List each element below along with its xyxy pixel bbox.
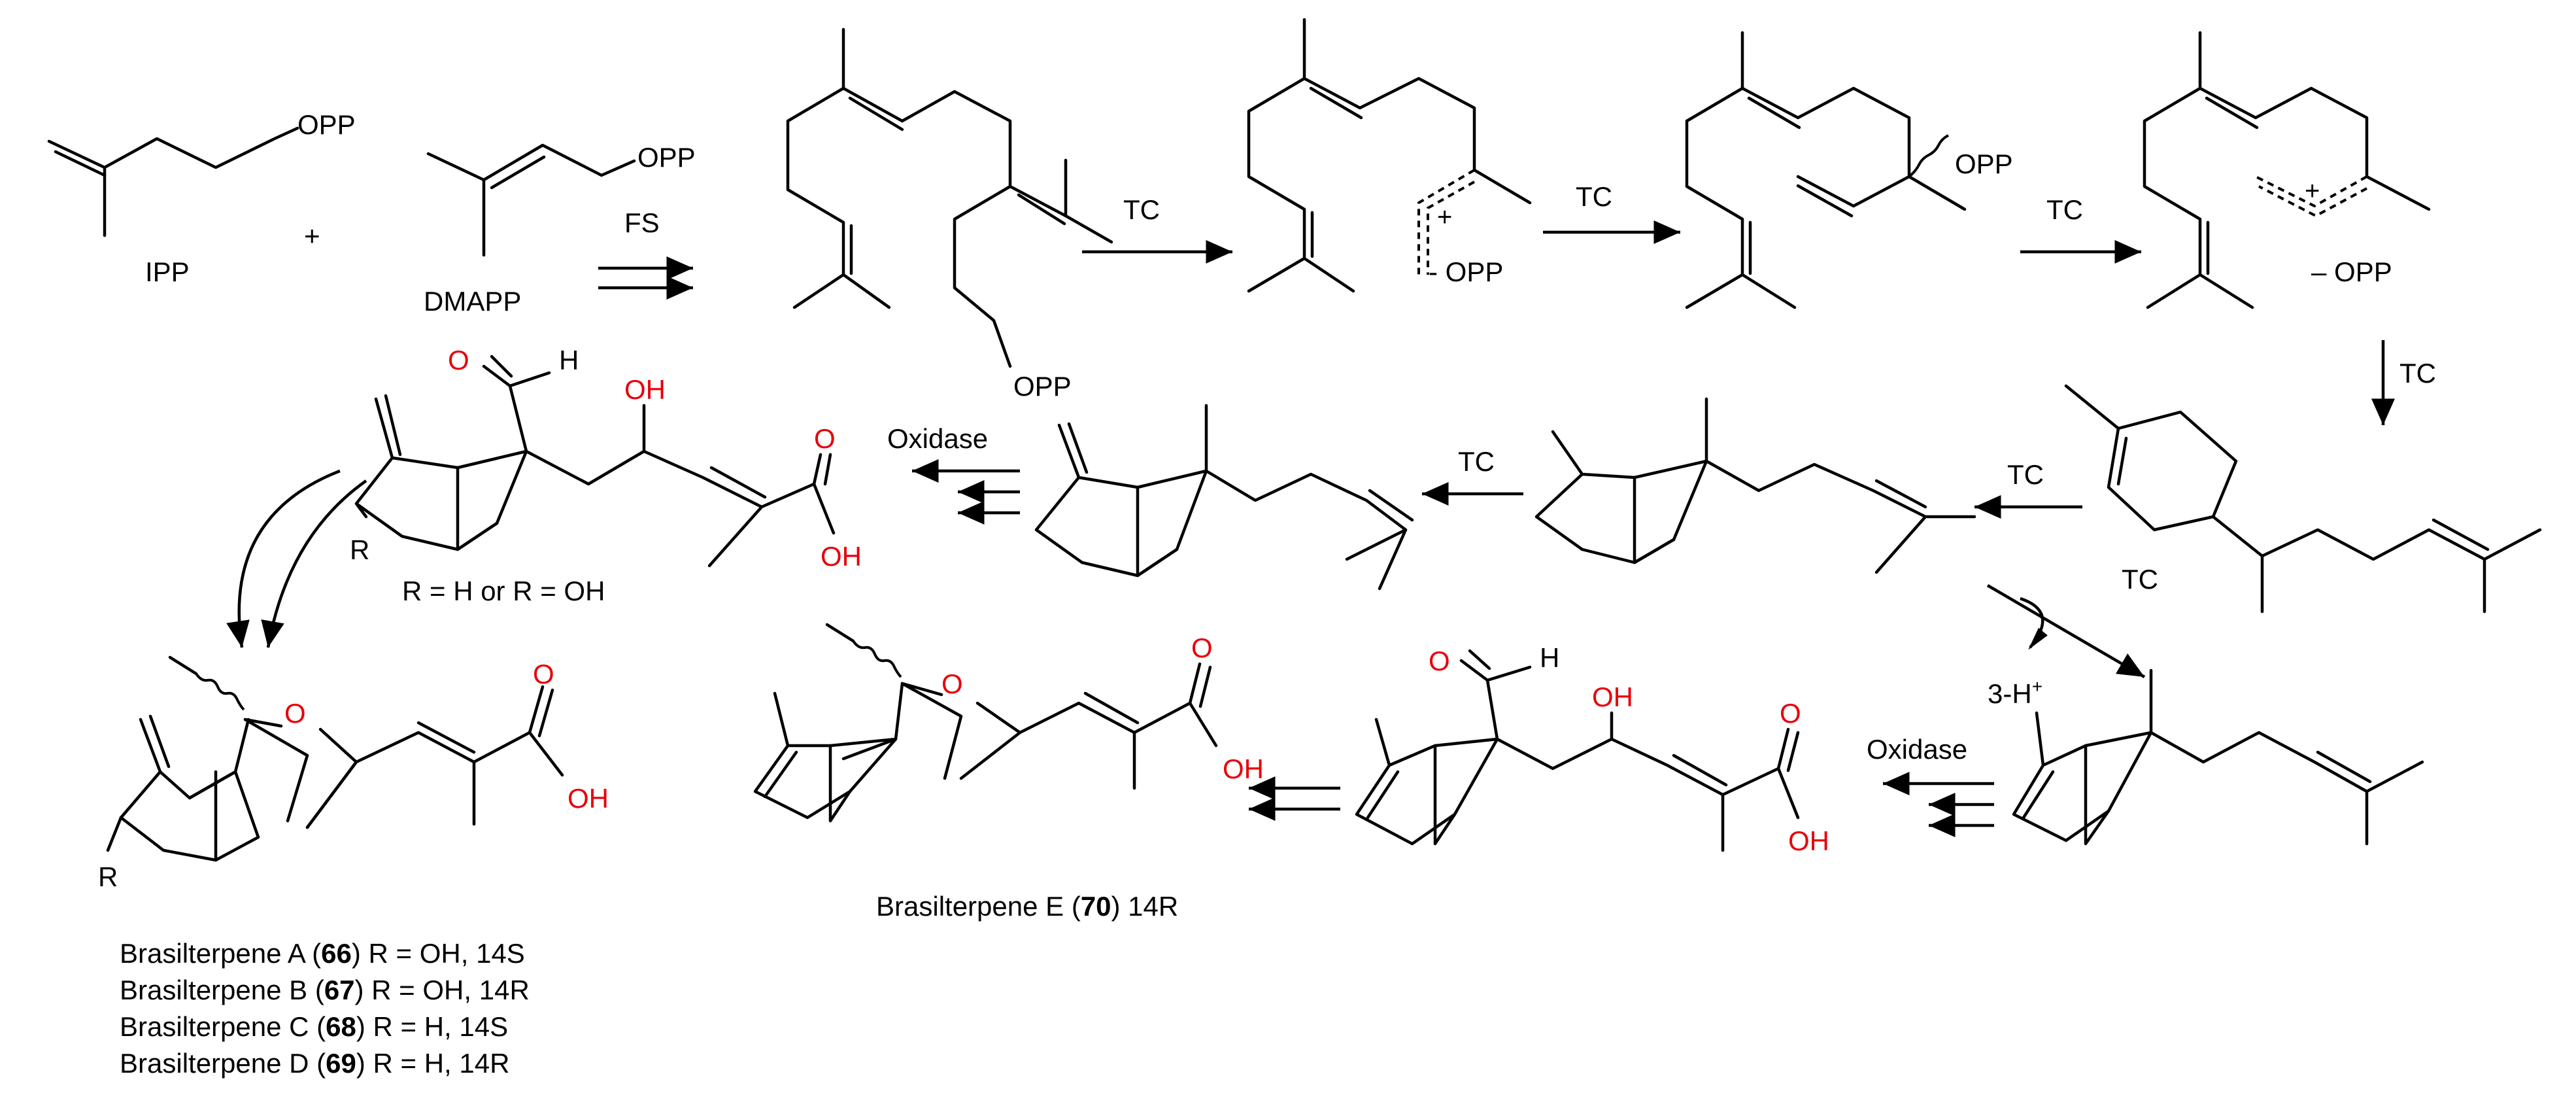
legend-row-c: Brasilterpene C (68) R = H, 14S <box>120 1011 508 1042</box>
brasilterpene-e-structure: O O OH <box>753 623 1264 823</box>
tc-step-7: TC 3-H+ <box>1986 564 2158 709</box>
ipp-structure: OPP IPP <box>47 109 356 287</box>
legend-row-a: Brasilterpene A (66) R = OH, 14S <box>120 938 525 969</box>
brasilterpene-a-d-structure: O R O OH <box>98 655 609 892</box>
cation-2-structure: + – OPP <box>2143 31 2431 309</box>
acid-oh-2: OH <box>568 783 609 814</box>
fpp-structure: OPP <box>786 27 1113 402</box>
dmapp-label: DMAPP <box>424 286 521 317</box>
aldehyde-h-2: H <box>1540 642 1559 673</box>
oxidase-step-2: Oxidase <box>1867 734 1994 837</box>
carbonyl-o-e: O <box>1191 632 1213 663</box>
npp-opp-label: OPP <box>1955 148 2013 179</box>
hydroxyl-1: OH <box>624 374 666 405</box>
tc-step-1: TC <box>1082 194 1232 264</box>
tc-label-7: TC <box>2122 564 2158 595</box>
fpp-opp-label: OPP <box>1013 371 1072 402</box>
cation-1-structure: + - OPP <box>1247 18 1532 293</box>
bicyclic-cation-structure <box>1534 397 1976 574</box>
cation-1-plus: + <box>1437 203 1452 232</box>
tc-label-3: TC <box>2046 194 2083 225</box>
oxidase-label-1: Oxidase <box>887 423 988 454</box>
npp-structure: OPP <box>1685 31 2013 309</box>
dmapp-opp-label: OPP <box>637 142 696 173</box>
fs-label: FS <box>624 207 660 238</box>
aldehyde-intermediate-2: O H OH O OH <box>1355 642 1829 856</box>
tc-label-5: TC <box>2007 459 2044 490</box>
tc-label-4: TC <box>2399 358 2436 389</box>
tc-step-5: TC <box>1974 459 2082 519</box>
tc-step-2: TC <box>1543 181 1680 244</box>
ring-oxygen-e: O <box>941 668 963 699</box>
oxidase-step-1: Oxidase <box>887 423 1020 525</box>
tc-step-3: TC <box>2020 194 2141 264</box>
brasilterpene-e-label: Brasilterpene E (70) 14R <box>876 891 1178 922</box>
ipp-label: IPP <box>145 256 190 287</box>
carbonyl-o-1: O <box>814 423 836 454</box>
acid-oh-1: OH <box>821 541 862 572</box>
bisabolyl-structure <box>2064 384 2542 614</box>
ipp-opp-label: OPP <box>297 109 356 140</box>
r-group-label-2: R <box>98 861 118 892</box>
dmapp-structure: OPP DMAPP <box>424 142 696 317</box>
aldehyde-o-2: O <box>1429 646 1450 676</box>
ring-oxygen: O <box>284 698 306 729</box>
oxidase-label-2: Oxidase <box>1867 734 1967 765</box>
cyclisation-step-e <box>1249 776 1340 821</box>
cyclisation-curved-arrows <box>226 469 367 648</box>
cation-2-opp: – OPP <box>2311 256 2392 287</box>
cation-2-plus: + <box>2305 177 2320 205</box>
legend-row-d: Brasilterpene D (69) R = H, 14R <box>120 1048 509 1079</box>
legend-row-b: Brasilterpene B (67) R = OH, 14R <box>120 975 530 1005</box>
fs-step: FS <box>598 207 693 300</box>
aldehyde-h-1: H <box>559 345 579 375</box>
bicyclic-alkene-structure <box>2012 668 2424 846</box>
r-group-label-1: R <box>350 534 369 565</box>
tc-label-2: TC <box>1576 181 1612 212</box>
r-definition: R = H or R = OH <box>402 576 605 606</box>
acid-oh-3: OH <box>1788 825 1829 856</box>
tc-step-4: TC <box>2371 340 2436 425</box>
cation-1-opp: - OPP <box>1429 256 1503 287</box>
hydroxyl-2: OH <box>1592 682 1633 712</box>
tc-label-1: TC <box>1123 194 1160 225</box>
product-legend: Brasilterpene A (66) R = OH, 14S Brasilt… <box>120 938 530 1079</box>
aldehyde-o-1: O <box>448 345 469 375</box>
exo-methylene-structure <box>1034 404 1414 591</box>
carbonyl-o-3: O <box>1780 698 1801 729</box>
acid-oh-e: OH <box>1223 753 1264 784</box>
tc-label-6: TC <box>1458 446 1495 477</box>
tc-step-6: TC <box>1422 446 1523 506</box>
carbonyl-o-2: O <box>533 659 554 689</box>
proton-loss-label: 3-H+ <box>1988 676 2042 709</box>
aldehyde-intermediate-1: R O H OH O OH <box>350 345 862 572</box>
plus-sign: + <box>304 220 320 251</box>
